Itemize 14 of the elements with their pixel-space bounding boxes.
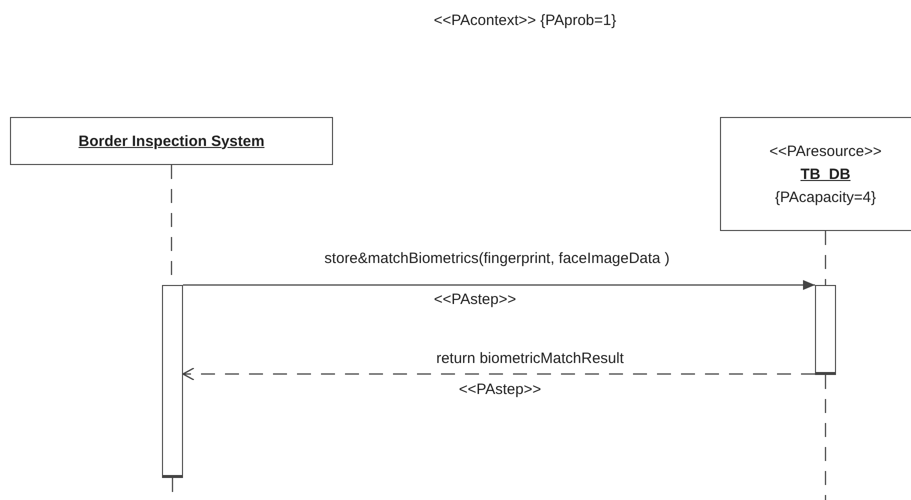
stereotype-label: <<PAstep>> bbox=[456, 381, 544, 398]
stereotype-label: <<PAstep>> bbox=[432, 291, 518, 308]
object-name: TB_DB bbox=[800, 166, 850, 182]
lifeline bbox=[824, 231, 826, 285]
message-label: store&matchBiometrics(fingerprint, faceImageData ) bbox=[322, 250, 672, 267]
stereotype-text: <<PAresource>> bbox=[769, 142, 882, 160]
return-message-arrow bbox=[182, 367, 815, 381]
constraint-text: {PAcapacity=4} bbox=[774, 188, 876, 206]
diagram-title: <<PAcontext>> {PAprob=1} bbox=[434, 12, 616, 29]
lifeline bbox=[824, 375, 826, 500]
activation-bar bbox=[162, 285, 183, 478]
object-name: Border Inspection System bbox=[78, 132, 264, 150]
message-arrow bbox=[183, 280, 815, 290]
activation-bar bbox=[815, 285, 836, 375]
